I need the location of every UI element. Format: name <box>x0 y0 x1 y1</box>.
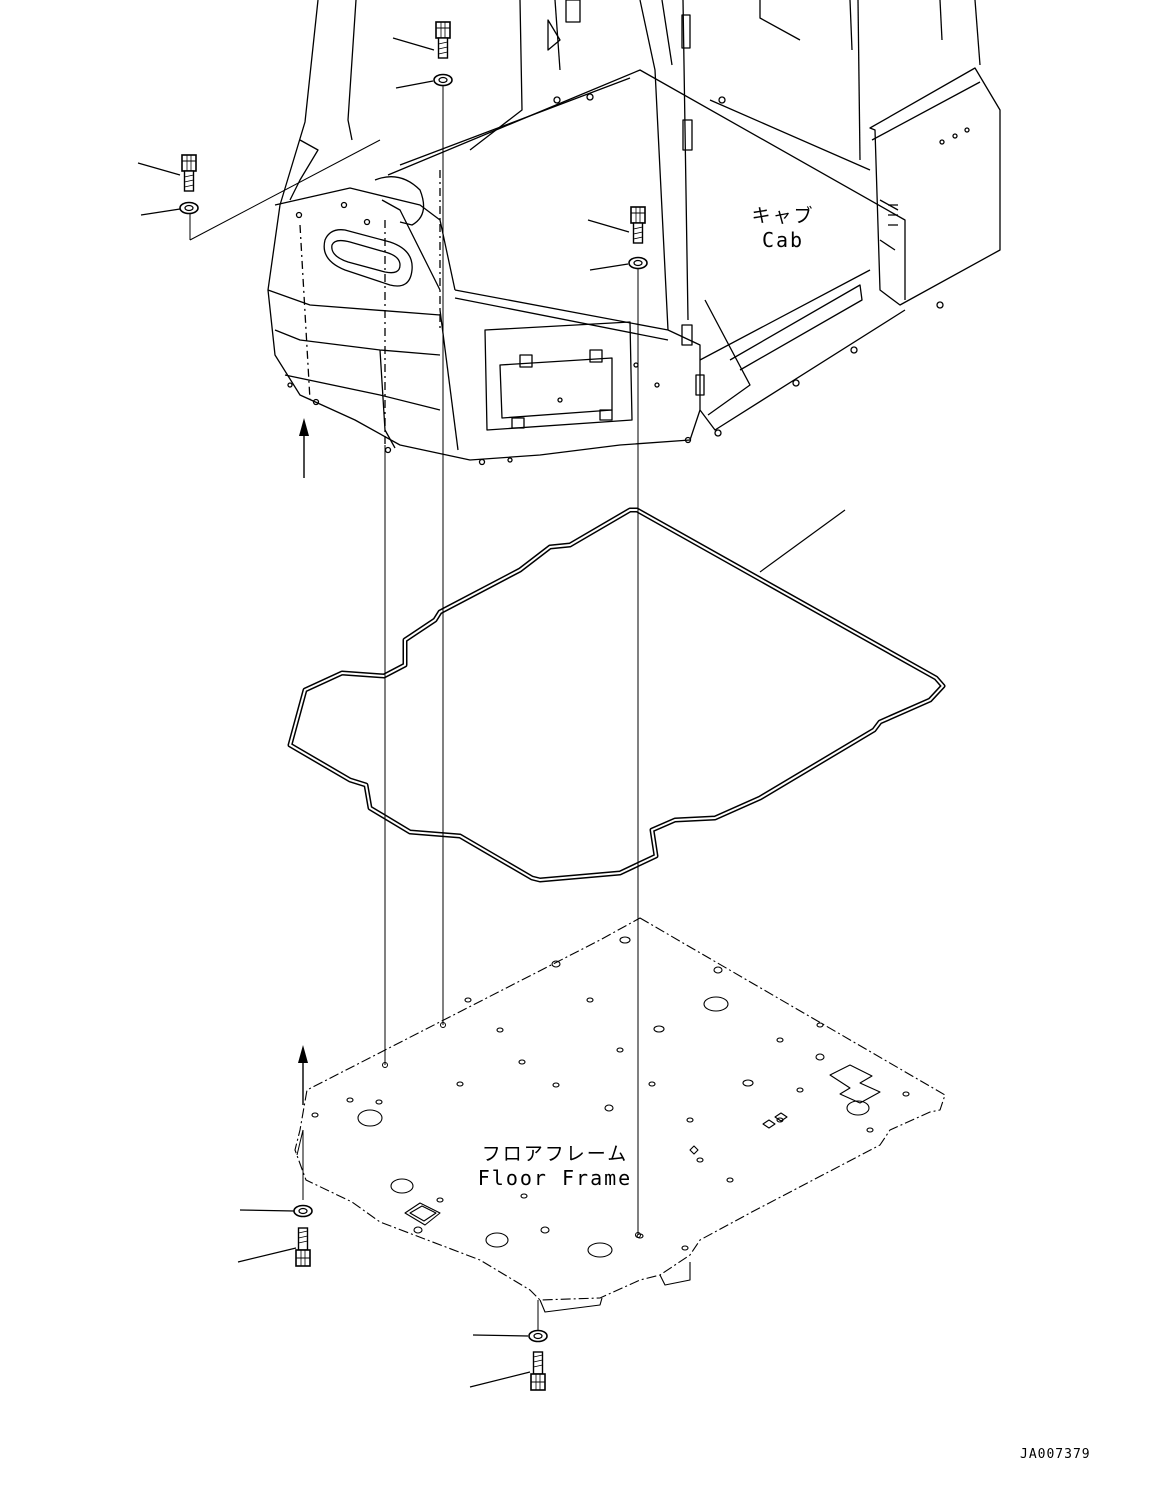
washer-icon <box>179 201 199 215</box>
bolt-icon <box>181 154 197 192</box>
floor-frame-label-jp: フロアフレーム <box>482 1143 628 1165</box>
alignment-lines <box>189 85 641 1330</box>
cab-label-jp: キャブ <box>751 204 814 227</box>
floor-frame-label-en: Floor Frame <box>478 1166 632 1190</box>
washer-icon <box>433 73 453 87</box>
bolt-icon <box>630 206 646 244</box>
cab-assembly <box>267 0 1001 466</box>
floor-frame <box>294 917 946 1313</box>
washer-icon <box>528 1329 548 1343</box>
bolt-icon <box>435 21 451 59</box>
leader-lines <box>137 37 846 1388</box>
floor-seal-gasket <box>287 507 946 883</box>
bolt-icon <box>295 1227 311 1267</box>
washer-icon <box>293 1204 313 1218</box>
arrow-up-icon <box>298 1045 308 1105</box>
arrow-up-icon <box>299 418 309 478</box>
bolt-icon <box>530 1351 546 1391</box>
cab-label-en: Cab <box>762 228 804 252</box>
drawing-code: JA007379 <box>1020 1447 1091 1462</box>
washer-icon <box>628 256 648 270</box>
